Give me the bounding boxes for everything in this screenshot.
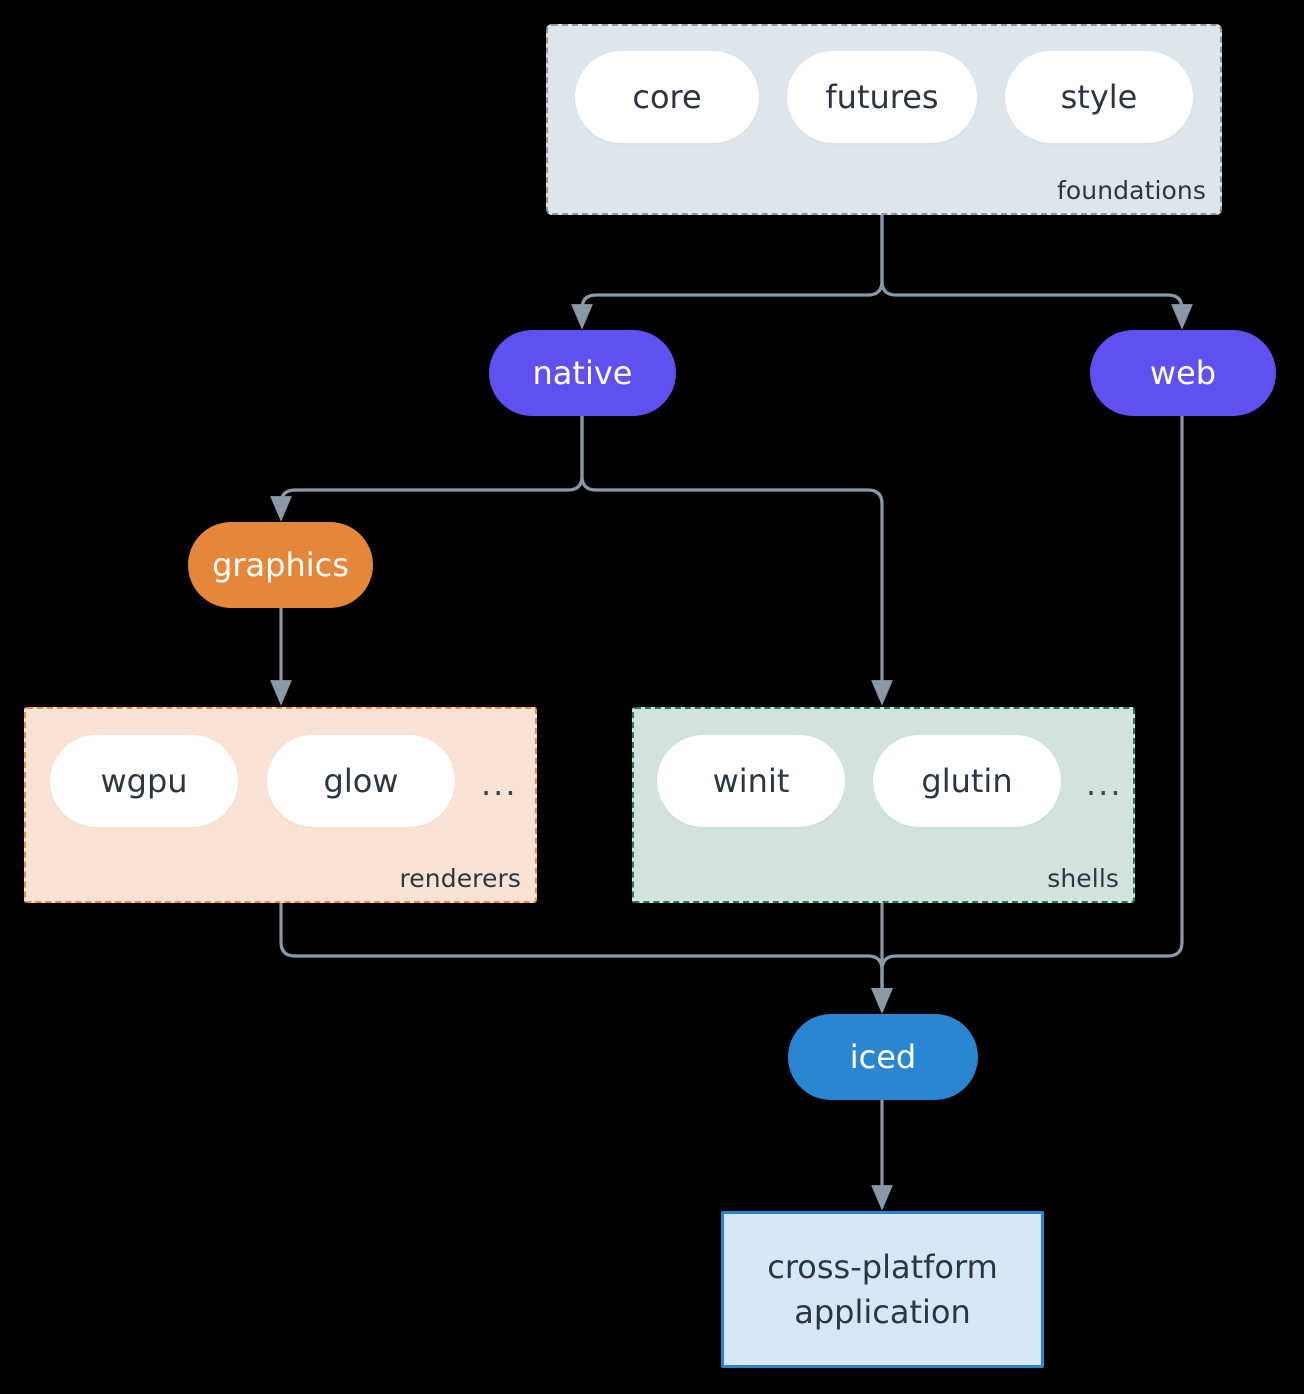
node-label-web: web [1149,354,1217,392]
node-label-native: native [532,354,633,392]
node-wgpu[interactable]: wgpu [50,735,238,827]
node-cross-platform-application[interactable]: cross-platform application [721,1211,1044,1368]
cluster-label-shells: shells [1047,864,1119,893]
edge-native-shells [580,413,893,706]
shells-more-ellipsis: ... [1086,765,1123,803]
edge-native-graphics [270,413,584,522]
node-iced[interactable]: iced [788,1014,978,1100]
application-label-line1: cross-platform [767,1248,998,1287]
node-futures[interactable]: futures [787,51,977,143]
edge-foundations-web [880,213,1193,330]
cluster-label-renderers: renderers [399,864,521,893]
node-label-futures: futures [825,78,939,116]
node-glow[interactable]: glow [267,735,455,827]
node-glutin[interactable]: glutin [873,735,1061,827]
node-label-wgpu: wgpu [100,762,188,800]
node-native[interactable]: native [489,330,676,416]
renderers-more-ellipsis: ... [481,765,518,803]
node-web[interactable]: web [1090,330,1276,416]
node-label-glow: glow [323,762,399,800]
node-label-iced: iced [849,1038,917,1076]
node-label-graphics: graphics [212,546,349,584]
edge-renderers-iced [279,901,893,1014]
node-style[interactable]: style [1005,51,1193,143]
node-label-style: style [1060,78,1138,116]
node-graphics[interactable]: graphics [188,522,373,608]
node-label-glutin: glutin [921,762,1013,800]
edge-foundations-native [571,213,884,330]
node-core[interactable]: core [575,51,759,143]
node-winit[interactable]: winit [657,735,845,827]
cluster-label-foundations: foundations [1057,176,1206,205]
node-label-winit: winit [712,762,790,800]
node-label-core: core [632,78,702,116]
application-label-line2: application [794,1292,971,1331]
